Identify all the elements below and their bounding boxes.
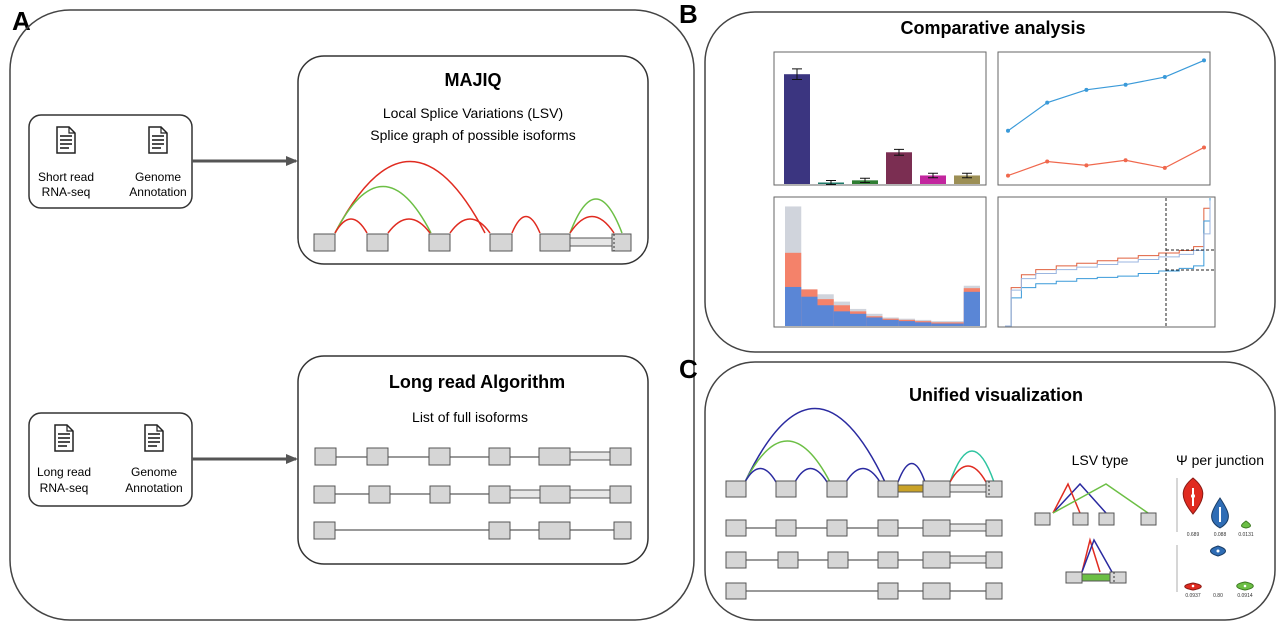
line-chart	[1006, 58, 1206, 178]
line-series-1-point	[1202, 58, 1206, 63]
bar-1-error-bar	[792, 68, 802, 80]
histogram-series-3-bin	[850, 313, 867, 326]
lsv-type-bottom-graph	[1065, 537, 1127, 584]
bar-5-error-bar	[928, 172, 938, 179]
line-series-2-point	[1202, 145, 1206, 150]
bar-6-error-bar	[962, 172, 972, 179]
panel-a-frame	[9, 9, 695, 621]
majiq-line1: Local Splice Variations (LSV)	[383, 105, 563, 121]
bar-6	[954, 175, 980, 184]
majiq-title: MAJIQ	[444, 70, 501, 90]
violin-top-value-1: 0.689	[1187, 532, 1200, 538]
line-series-1-point	[1162, 75, 1167, 80]
long-read-algorithm-title: Long read Algorithm	[389, 372, 565, 392]
bar-5	[920, 175, 946, 184]
long-read-label-line1: Long read	[37, 465, 91, 479]
panel-b-frame	[704, 11, 1276, 353]
long-annotation-label-line2: Annotation	[125, 481, 182, 495]
unified-isoform-list	[725, 519, 1003, 600]
psi-per-junction-label: Ψ per junction	[1176, 452, 1264, 468]
line-series-1-point	[1123, 82, 1128, 87]
line-series-2-point	[1123, 158, 1128, 163]
histogram-series-3-bin	[947, 323, 964, 326]
bar-3-error-bar	[860, 177, 870, 183]
histogram-series-3-bin	[866, 317, 883, 326]
bar-4	[886, 152, 912, 184]
histogram-series-3-bin	[915, 322, 932, 326]
violin-green-top	[1241, 520, 1251, 529]
cdf-series-2	[1005, 198, 1211, 327]
cdf-chart-frame	[997, 196, 1216, 328]
line-series-1	[1007, 59, 1205, 132]
long-read-label-line2: RNA-seq	[40, 481, 89, 495]
histogram-series-3-bin	[801, 296, 818, 326]
line-series-2-point	[1006, 173, 1010, 178]
histogram-series-3-bin	[898, 321, 915, 326]
violin-bottom-value-3: 0.0914	[1237, 593, 1253, 599]
violin-plot-top: 0.689 0.088 0.0131	[1176, 477, 1254, 538]
panel-a-letter: A	[12, 6, 31, 36]
long-annotation-document-icon	[144, 424, 164, 452]
long-read-algorithm-box	[297, 355, 649, 565]
long-read-isoform-list	[313, 447, 632, 540]
majiq-line2: Splice graph of possible isoforms	[370, 127, 575, 143]
cdf-series-3	[1005, 200, 1211, 327]
short-read-label-line2: RNA-seq	[42, 185, 91, 199]
bar-2-error-bar	[826, 179, 836, 186]
histogram-series-3-bin	[817, 305, 834, 326]
histogram-series-3-bin	[882, 319, 899, 326]
comparative-analysis-title: Comparative analysis	[900, 18, 1085, 38]
panel-c-letter: C	[679, 354, 698, 384]
unified-splice-graph	[725, 408, 1003, 498]
long-read-algorithm-line1: List of full isoforms	[412, 409, 528, 425]
cdf-chart	[1005, 198, 1214, 327]
bar-chart	[784, 68, 980, 186]
histogram-series-3-bin	[785, 286, 802, 326]
lsv-type-top-graph	[1034, 482, 1157, 526]
line-chart-frame	[997, 51, 1211, 186]
histogram-series-3-bin	[833, 311, 850, 326]
short-read-label-line1: Short read	[38, 170, 94, 184]
violin-top-value-3: 0.0131	[1238, 532, 1254, 538]
line-series-1-point	[1084, 87, 1089, 92]
histogram-series-3-bin	[931, 323, 948, 326]
line-series-2-point	[1045, 159, 1050, 164]
bar-4-error-bar	[894, 148, 904, 156]
bar-chart-frame	[773, 51, 987, 186]
line-series-2-point	[1084, 163, 1089, 168]
line-series-1-point	[1006, 128, 1010, 133]
panel-b-letter: B	[679, 0, 698, 29]
short-annotation-document-icon	[148, 126, 168, 154]
majiq-box	[297, 55, 649, 265]
line-series-1-point	[1045, 100, 1050, 105]
long-annotation-label-line1: Genome	[131, 465, 177, 479]
violin-bottom-value-2: 0.80	[1213, 593, 1223, 599]
cdf-series-1	[1005, 198, 1211, 327]
short-annotation-label-line2: Annotation	[129, 185, 186, 199]
histogram	[785, 206, 980, 326]
violin-top-value-2: 0.088	[1214, 532, 1227, 538]
line-series-2-point	[1162, 165, 1167, 170]
lsv-type-label: LSV type	[1072, 452, 1129, 468]
bar-1	[784, 74, 810, 184]
unified-visualization-title: Unified visualization	[909, 385, 1083, 405]
violin-plot-bottom: 0.0937 0.80 0.0914	[1176, 545, 1254, 599]
long-read-document-icon	[54, 424, 74, 452]
short-annotation-label-line1: Genome	[135, 170, 181, 184]
violin-bottom-value-1: 0.0937	[1185, 593, 1201, 599]
panel-c-frame	[704, 361, 1276, 621]
histogram-frame	[773, 196, 987, 328]
histogram-series-3-bin	[963, 291, 980, 326]
short-read-document-icon	[56, 126, 76, 154]
majiq-splice-graph	[313, 160, 632, 252]
line-series-2	[1007, 146, 1205, 177]
